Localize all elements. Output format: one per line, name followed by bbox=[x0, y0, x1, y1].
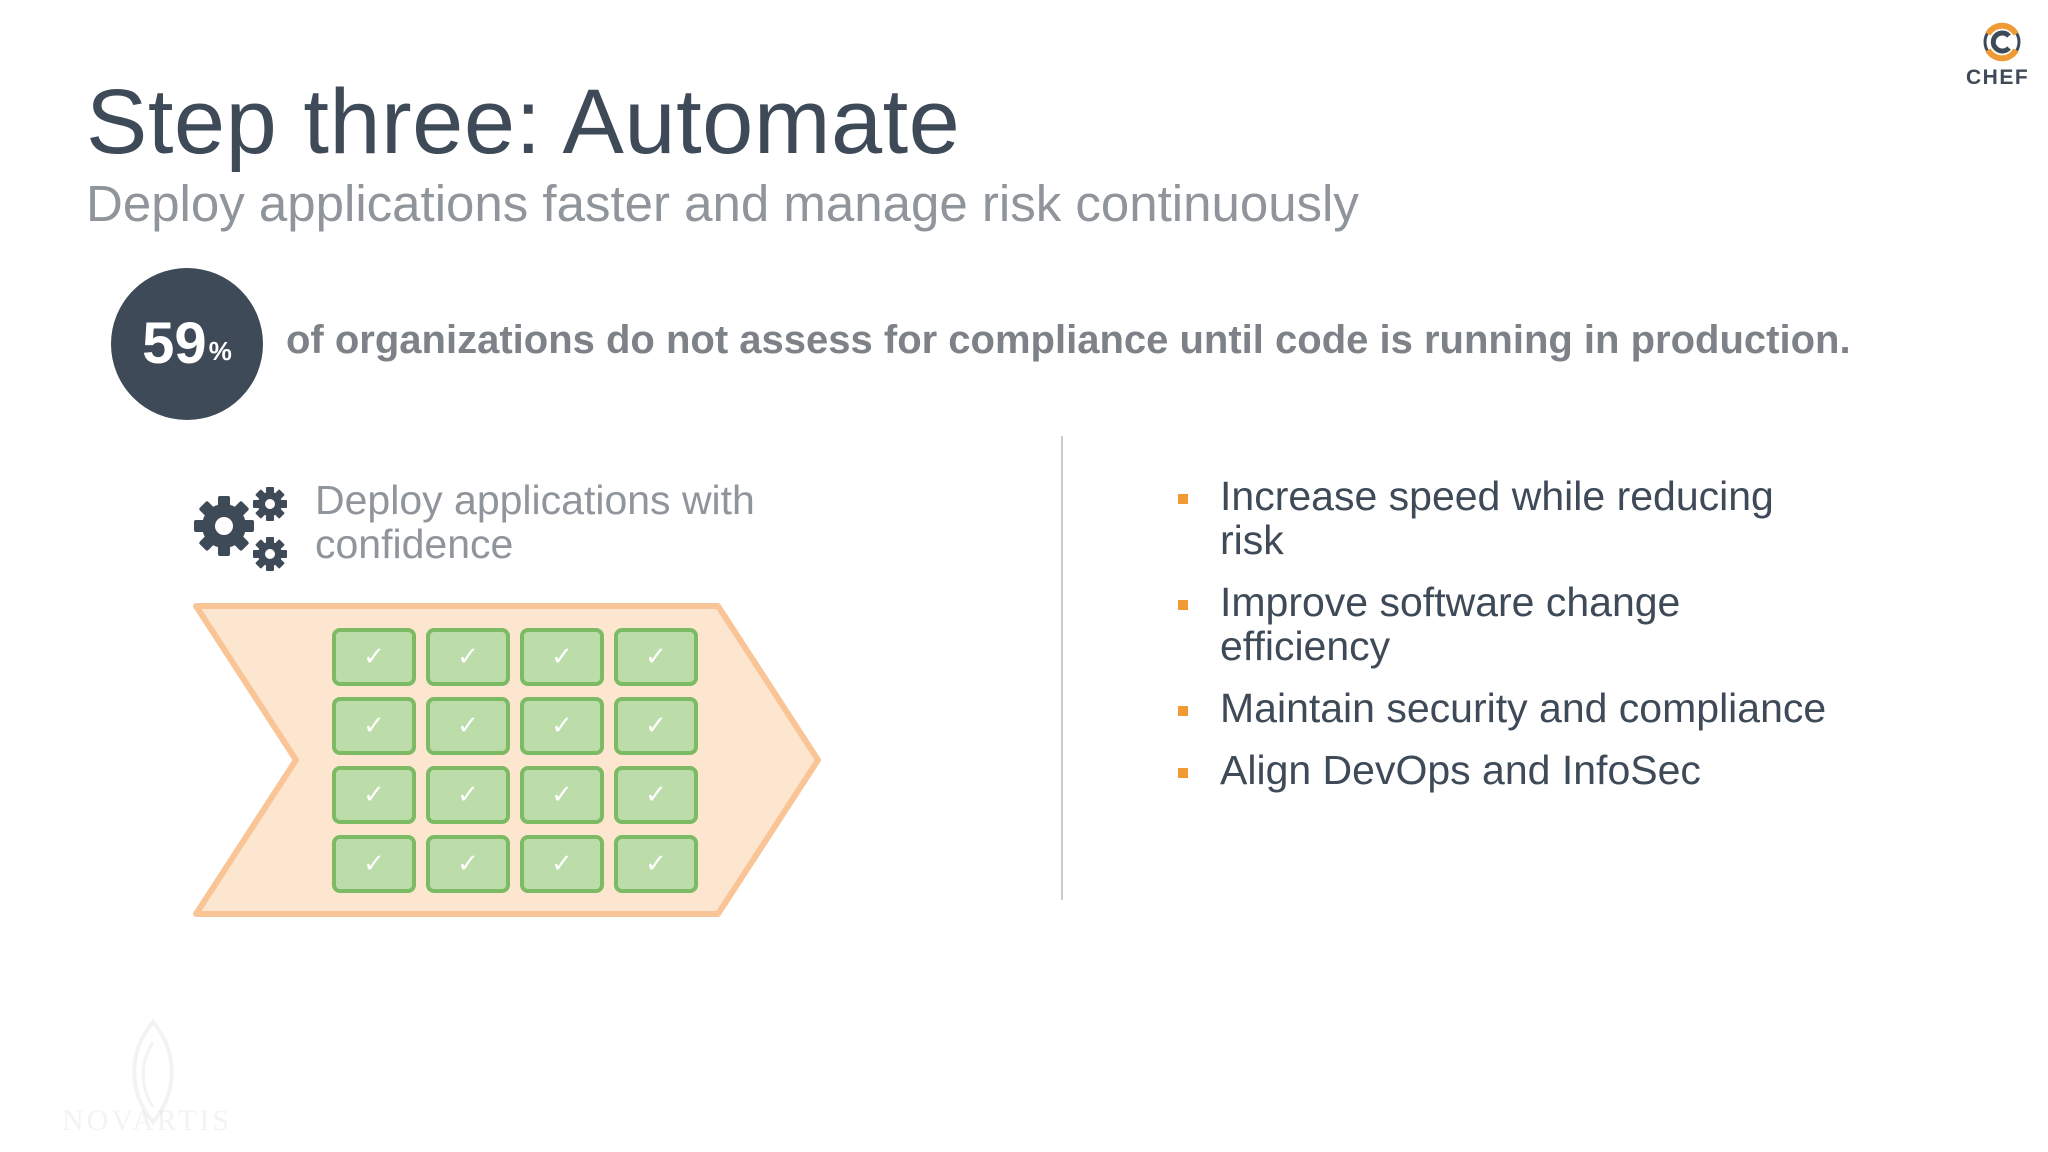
slide-subtitle: Deploy applications faster and manage ri… bbox=[86, 175, 1359, 232]
checkmark-icon: ✓ bbox=[614, 628, 698, 686]
checkmark-icon: ✓ bbox=[332, 628, 416, 686]
column-divider bbox=[1061, 436, 1063, 900]
list-item: Increase speed while reducing risk bbox=[1176, 474, 1820, 562]
stat-description: of organizations do not assess for compl… bbox=[286, 318, 1851, 362]
checkmark-icon: ✓ bbox=[520, 628, 604, 686]
compliance-check-grid: ✓✓✓✓✓✓✓✓✓✓✓✓✓✓✓✓ bbox=[332, 628, 698, 893]
list-item: Align DevOps and InfoSec bbox=[1176, 748, 1936, 792]
checkmark-icon: ✓ bbox=[332, 835, 416, 893]
list-item: Maintain security and compliance bbox=[1176, 686, 1936, 730]
chef-logo-icon bbox=[1983, 22, 2021, 62]
checkmark-icon: ✓ bbox=[332, 697, 416, 755]
checkmark-icon: ✓ bbox=[614, 766, 698, 824]
checkmark-icon: ✓ bbox=[520, 697, 604, 755]
stat-badge: 59 % bbox=[111, 268, 263, 420]
checkmark-icon: ✓ bbox=[426, 628, 510, 686]
slide-title: Step three: Automate bbox=[86, 71, 961, 173]
left-heading: Deploy applications with confidence bbox=[315, 477, 755, 567]
list-item-text: Maintain security and compliance bbox=[1220, 685, 1827, 731]
list-item-text: Improve software change efficiency bbox=[1220, 579, 1681, 669]
gears-icon bbox=[194, 487, 287, 571]
checkmark-icon: ✓ bbox=[426, 835, 510, 893]
checkmark-icon: ✓ bbox=[332, 766, 416, 824]
checkmark-icon: ✓ bbox=[614, 835, 698, 893]
chef-logo-text: CHEF bbox=[1966, 66, 2030, 89]
list-item-text: Align DevOps and InfoSec bbox=[1220, 747, 1701, 793]
stat-unit: % bbox=[208, 335, 232, 366]
checkmark-icon: ✓ bbox=[426, 697, 510, 755]
novartis-watermark: NOVARTIS bbox=[62, 1104, 233, 1137]
bullet-square-icon bbox=[1178, 494, 1188, 504]
list-item-text: Increase speed while reducing risk bbox=[1220, 473, 1774, 563]
checkmark-icon: ✓ bbox=[520, 835, 604, 893]
stat-value: 59 bbox=[142, 311, 207, 376]
checkmark-icon: ✓ bbox=[426, 766, 510, 824]
checkmark-icon: ✓ bbox=[520, 766, 604, 824]
bullet-square-icon bbox=[1178, 600, 1188, 610]
bullet-square-icon bbox=[1178, 768, 1188, 778]
bullet-square-icon bbox=[1178, 706, 1188, 716]
checkmark-icon: ✓ bbox=[614, 697, 698, 755]
list-item: Improve software change efficiency bbox=[1176, 580, 1740, 668]
novartis-logo-icon bbox=[132, 1018, 174, 1126]
